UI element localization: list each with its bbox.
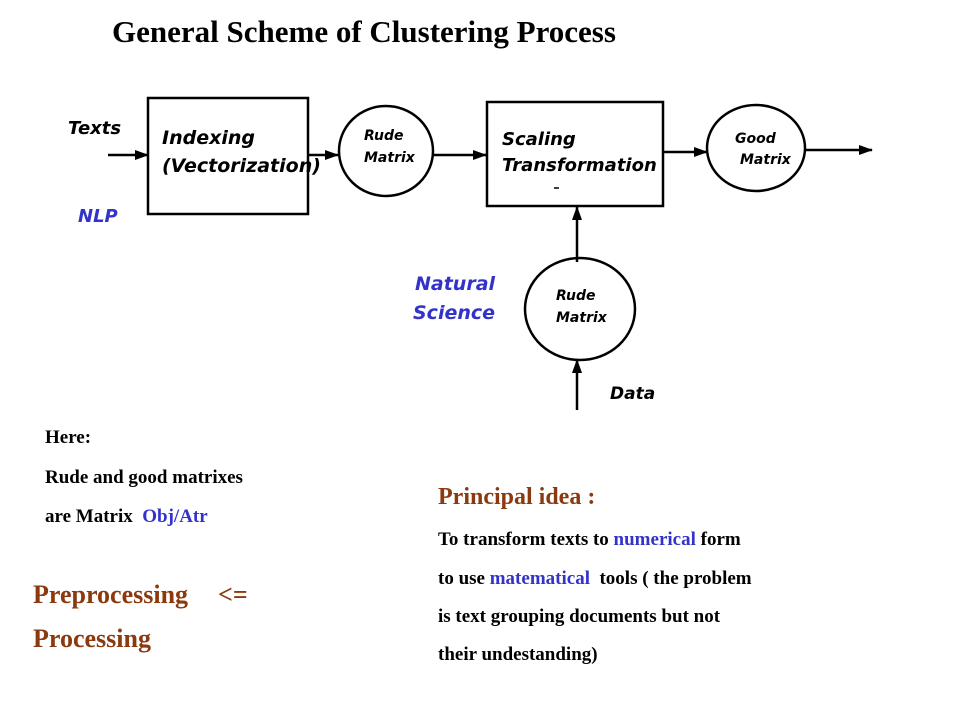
principal-line2-end: tools ( the problem — [589, 568, 752, 589]
principal-line2-text: to use — [438, 568, 490, 589]
preprocessing-arrow: <= — [218, 580, 248, 609]
page-title: General Scheme of Clustering Process — [112, 14, 616, 49]
principal-line1: To transform texts to numerical form — [438, 530, 741, 549]
principal-line3: is text grouping documents but not — [438, 606, 721, 627]
preprocessing-label: Preprocessing — [33, 580, 189, 609]
principal-line4: their undestanding) — [438, 644, 598, 665]
natural-science-label-line2: Science — [413, 302, 495, 324]
here-note-prefix: are Matrix — [45, 506, 133, 527]
here-note-line3: are Matrix Obj/Atr — [45, 507, 208, 526]
rude-matrix-2-label-line2: Matrix — [556, 310, 608, 326]
rude-matrix-circle-2 — [523, 256, 637, 362]
principal-line1-text: To transform texts to — [438, 529, 614, 550]
principal-numerical: numerical — [613, 529, 696, 550]
principal-matematical: matematical — [489, 568, 590, 589]
texts-label: Texts — [68, 118, 121, 139]
natural-science-label-line1: Natural — [415, 273, 496, 295]
principal-line1-end: form — [695, 529, 741, 550]
nlp-label: NLP — [78, 206, 118, 227]
scaling-label-line1: Scaling — [502, 129, 576, 150]
scaling-label-line2: Transformation — [502, 155, 657, 176]
indexing-box — [146, 96, 310, 216]
preprocessing-line1: Preprocessing <= — [33, 580, 248, 610]
indexing-label-line2: (Vectorization) — [162, 155, 321, 177]
indexing-label-line1: Indexing — [162, 127, 255, 149]
good-matrix-label-line1: Good — [735, 131, 777, 147]
good-matrix-circle — [705, 103, 807, 193]
principal-idea-heading: Principal idea : — [438, 484, 596, 510]
here-note-obj-atr: Obj/Atr — [142, 506, 208, 527]
rude-matrix-1-label-line1: Rude — [364, 128, 404, 144]
principal-line2: to use matematical tools ( the problem — [438, 569, 752, 588]
rude-matrix-circle-1 — [337, 104, 435, 198]
rude-matrix-1-label-line2: Matrix — [364, 150, 416, 166]
here-note-line2: Rude and good matrixes — [45, 467, 243, 488]
here-note-line1: Here: — [45, 427, 92, 448]
rude-matrix-2-label-line1: Rude — [556, 288, 596, 304]
good-matrix-label-line2: Matrix — [740, 152, 792, 168]
data-label: Data — [610, 384, 655, 404]
processing-label: Processing — [33, 624, 151, 653]
scaling-box — [485, 100, 665, 208]
